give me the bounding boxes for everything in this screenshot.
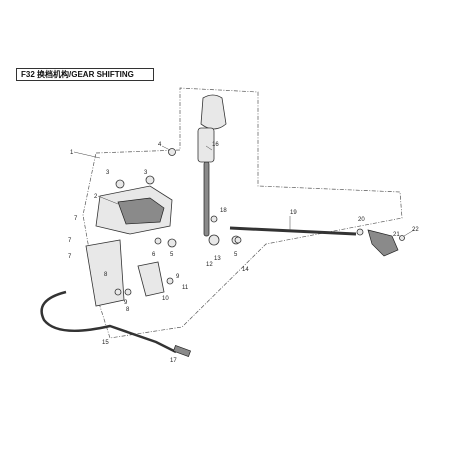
callout-5a: 5 [170, 252, 174, 258]
callout-6: 6 [152, 252, 156, 258]
leader-2 [97, 195, 119, 205]
long-shift-rod [229, 226, 357, 236]
callout-13: 13 [214, 256, 221, 262]
callout-14: 14 [242, 267, 249, 273]
callout-12: 12 [206, 262, 213, 268]
callout-3b: 3 [144, 170, 148, 176]
leader-22 [403, 229, 415, 237]
diagram-title: F32 换档机构/GEAR SHIFTING [16, 68, 154, 81]
bolt-22 [399, 235, 405, 241]
lever-plate [137, 261, 165, 297]
callout-21: 21 [393, 232, 400, 238]
diagram-title-text: F32 换档机构/GEAR SHIFTING [21, 70, 134, 79]
spring-12 [208, 234, 220, 246]
nut-4 [168, 148, 176, 156]
shifter-plate [117, 197, 165, 225]
washer-14 [234, 236, 242, 244]
callout-19: 19 [290, 210, 297, 216]
bolt-11 [166, 277, 174, 285]
shift-rod [203, 161, 210, 237]
callout-4: 4 [158, 142, 162, 148]
pin-6 [154, 237, 162, 245]
bushing-5a [167, 238, 177, 248]
callout-11: 11 [182, 285, 189, 291]
callout-3a: 3 [106, 170, 110, 176]
cable-end [173, 344, 191, 358]
callout-18: 18 [220, 208, 227, 214]
callout-22: 22 [412, 227, 419, 233]
callout-1: 1 [70, 150, 74, 156]
callout-17: 17 [170, 358, 177, 364]
callout-2: 2 [94, 194, 98, 200]
bolt-9 [124, 288, 132, 296]
callout-20: 20 [358, 217, 365, 223]
assembly-boundary [82, 87, 403, 339]
callout-8b: 8 [126, 307, 130, 313]
callout-15: 15 [102, 340, 109, 346]
shift-boot [197, 127, 215, 163]
callout-9b: 9 [176, 274, 180, 280]
shift-cable [40, 290, 177, 354]
leader-1 [73, 151, 101, 159]
callout-9a: 9 [124, 300, 128, 306]
callout-5b: 5 [234, 252, 238, 258]
callout-7a: 7 [74, 216, 78, 222]
nut-18 [210, 215, 218, 223]
callout-7c: 7 [68, 254, 72, 260]
bolt-3a [115, 179, 125, 189]
bolt-3b [145, 175, 155, 185]
washer-20 [356, 228, 364, 236]
side-bracket [85, 239, 125, 307]
leader-4 [161, 145, 171, 151]
callout-10: 10 [162, 296, 169, 302]
shift-knob [200, 94, 227, 130]
callout-7b: 7 [68, 238, 72, 244]
bolt-8 [114, 288, 122, 296]
callout-16: 16 [212, 142, 219, 148]
callout-8a: 8 [104, 272, 108, 278]
leader-16 [205, 145, 213, 151]
shift-arm [367, 229, 399, 257]
